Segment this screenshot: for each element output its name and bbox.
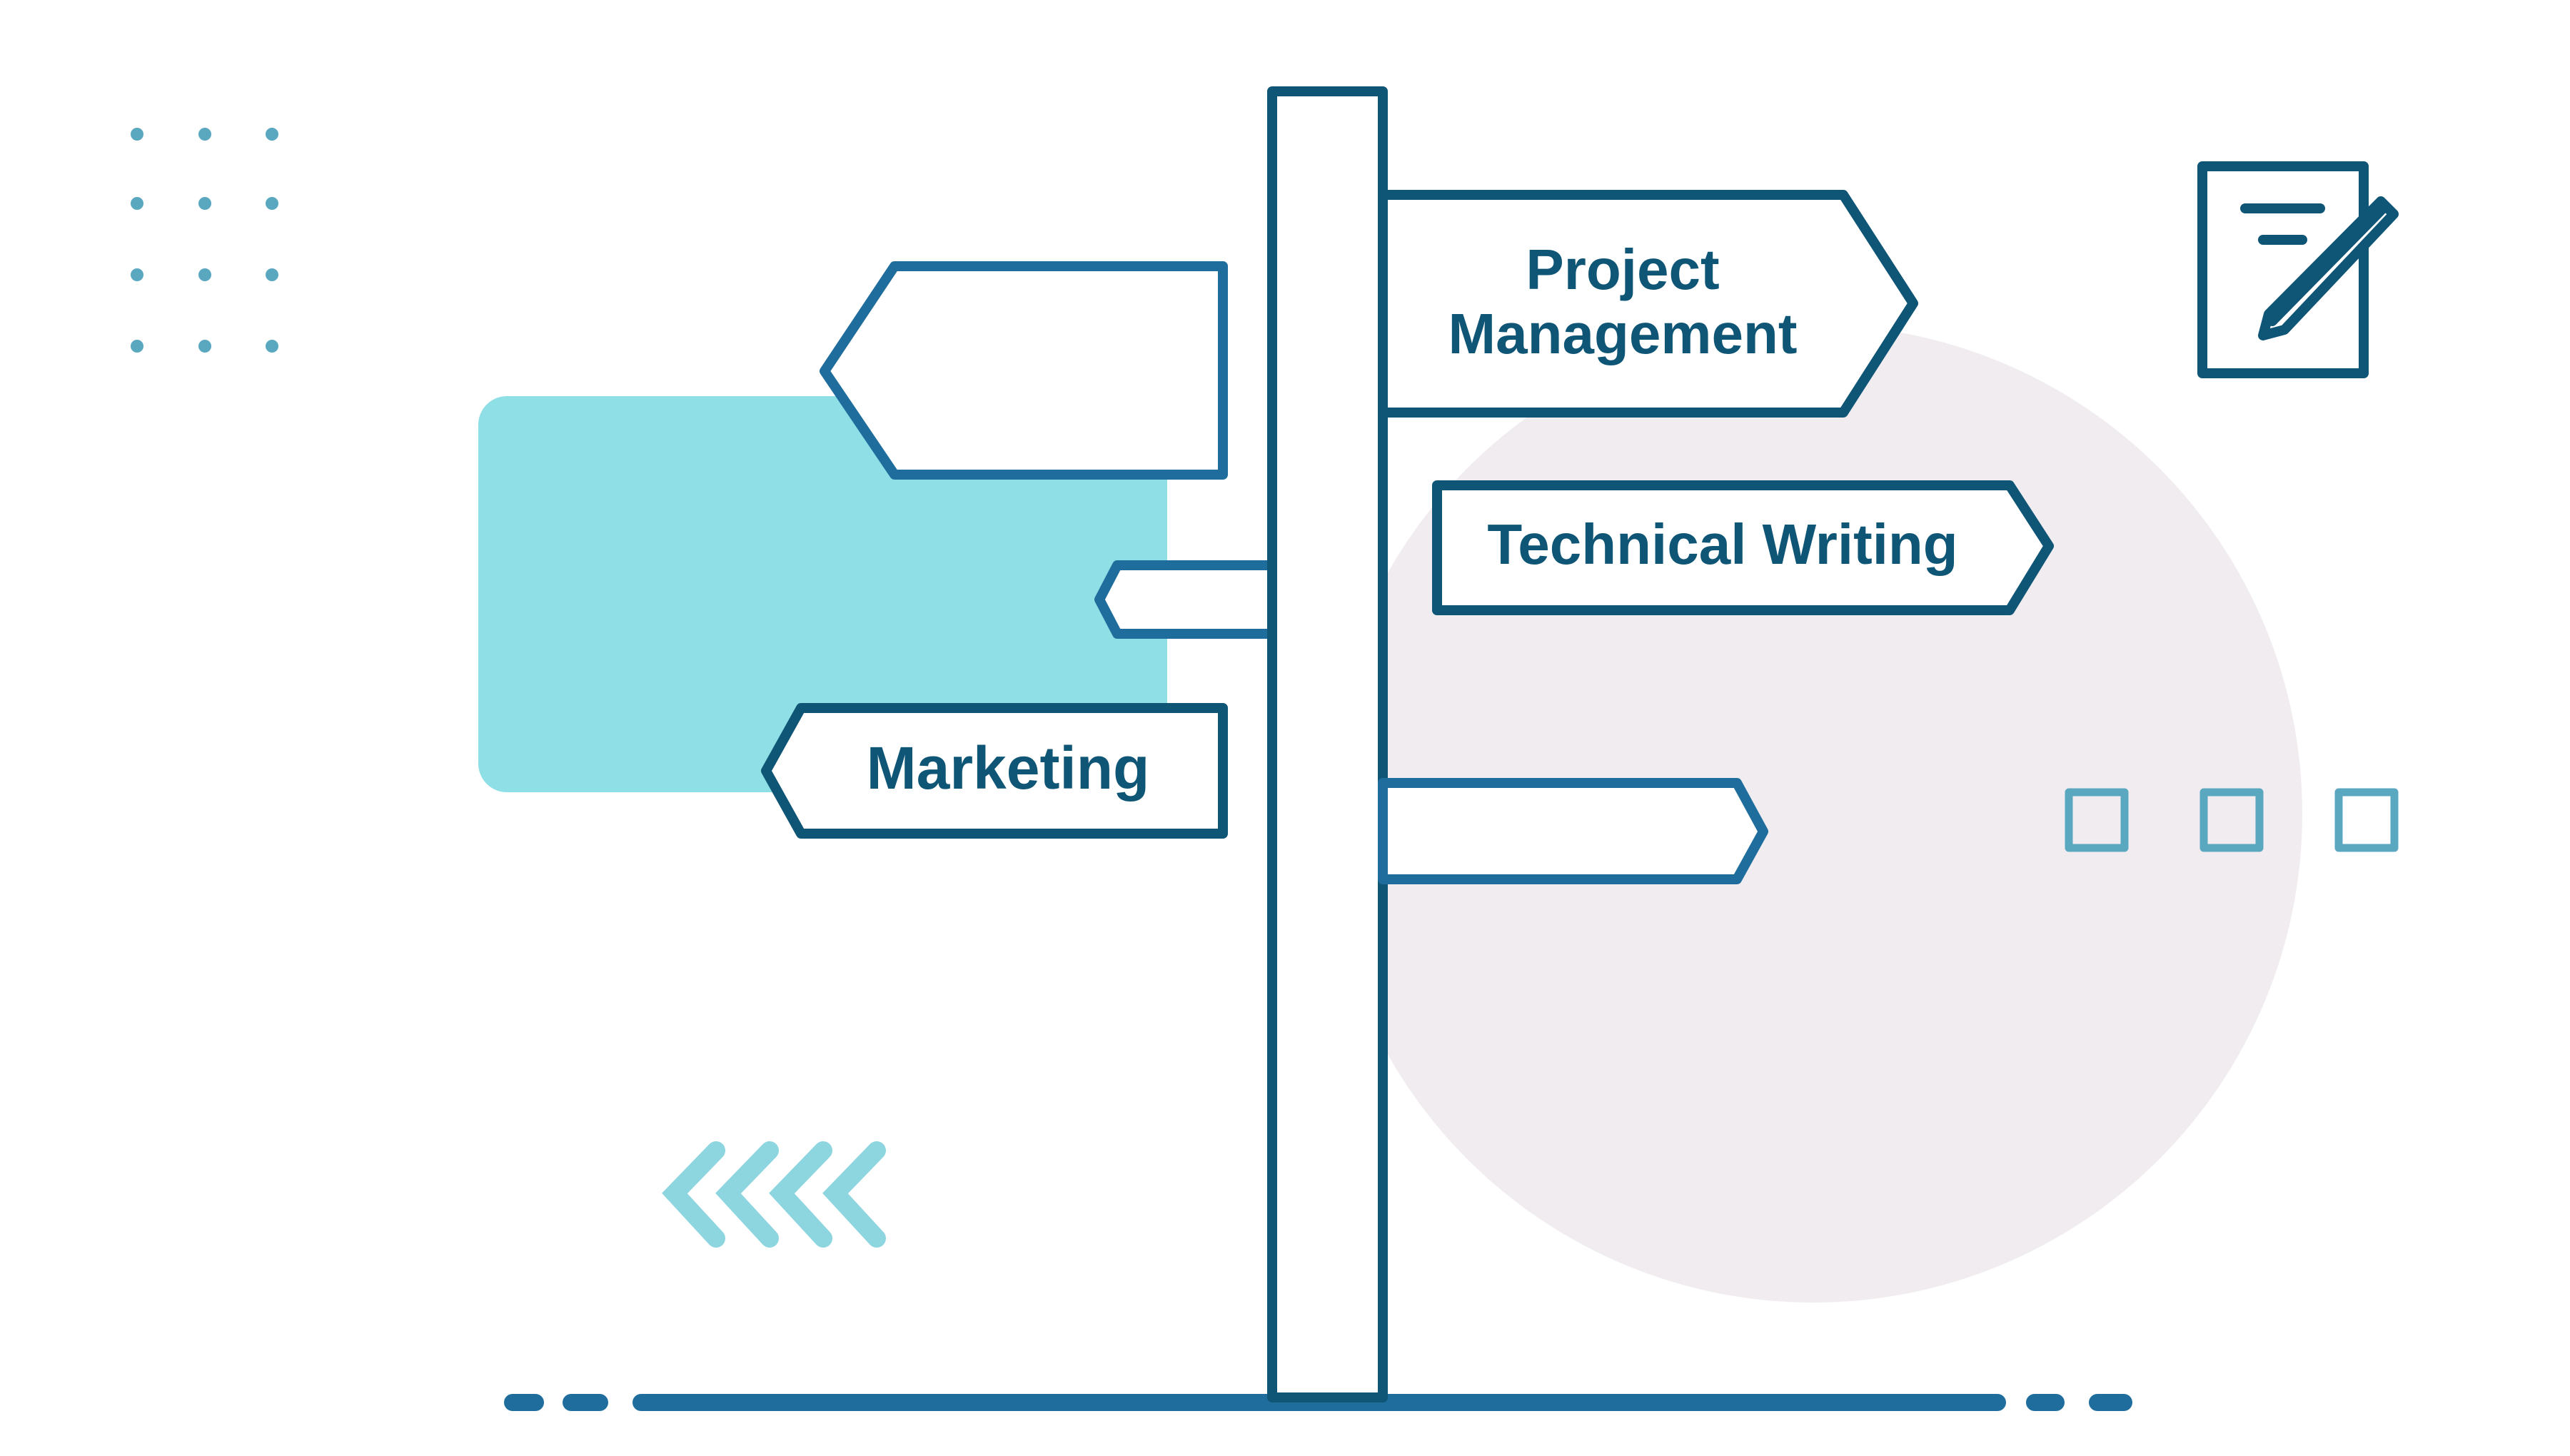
marketing-sign-label: Marketing <box>867 734 1150 802</box>
project-management-sign-label-line1: Project <box>1526 238 1719 301</box>
document-edit-icon <box>2197 161 2399 378</box>
signpost-pole <box>1267 86 1388 1402</box>
technical-writing-sign-label: Technical Writing <box>1487 512 1957 576</box>
square-outline-icon <box>2199 788 2264 852</box>
square-outline-icon-group <box>2065 788 2399 852</box>
project-management-sign-label-line2: Management <box>1448 302 1798 365</box>
square-outline-icon <box>2065 788 2129 852</box>
dot-grid-icon <box>131 128 278 353</box>
chevrons-left-icon <box>662 1141 886 1248</box>
blank-sign-left-top <box>820 261 1228 480</box>
blank-sign-left-small <box>1094 560 1283 639</box>
technical-writing-sign <box>1432 480 2054 615</box>
project-management-sign <box>1378 190 1918 418</box>
background-teal-panel <box>478 396 1167 792</box>
square-outline-icon <box>2334 788 2399 852</box>
marketing-sign <box>761 703 1228 839</box>
blank-sign-right-bottom <box>1378 778 1768 884</box>
